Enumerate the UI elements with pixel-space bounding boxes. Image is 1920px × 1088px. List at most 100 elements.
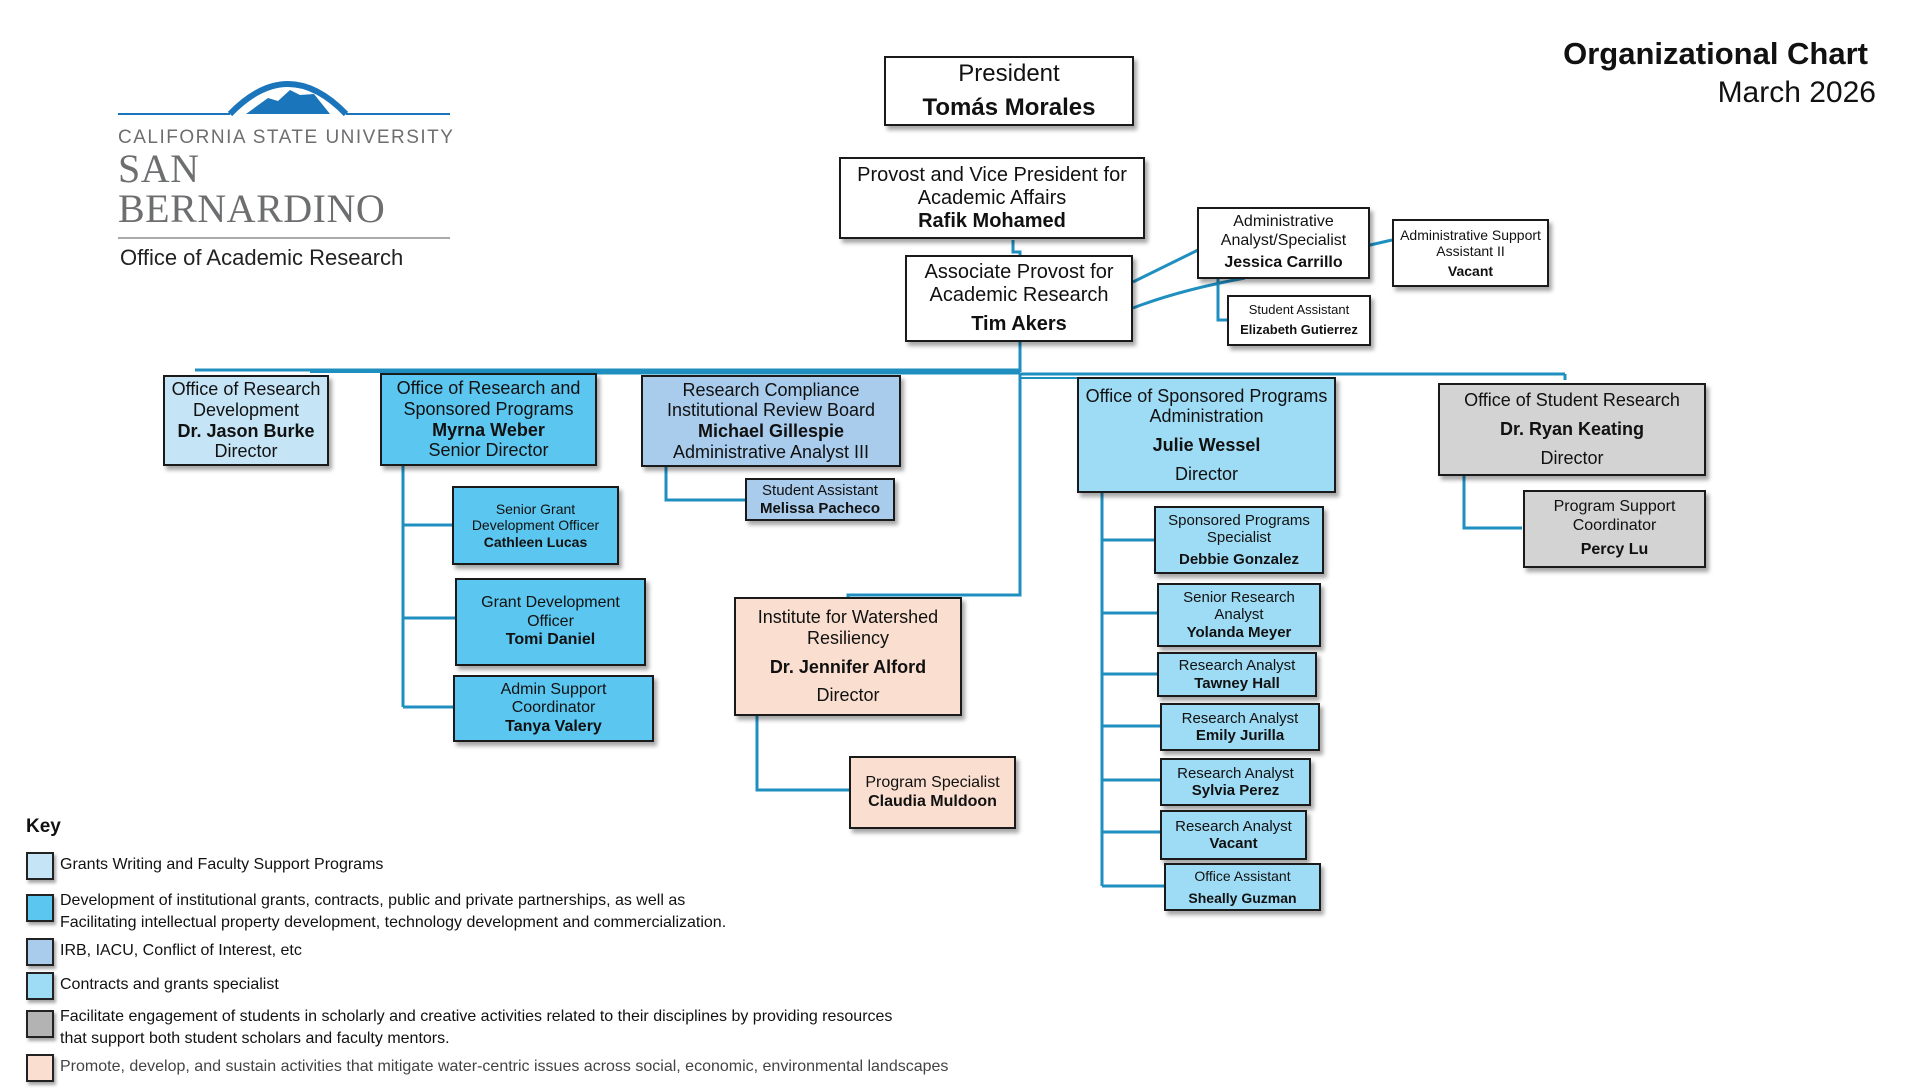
- node-role: Senior Director: [428, 440, 549, 461]
- legend-item-irb: IRB, IACU, Conflict of Interest, etc: [26, 938, 302, 966]
- node-role: Director: [1174, 463, 1238, 484]
- node-title: Sponsored Programs Specialist: [1168, 512, 1310, 547]
- legend-swatch: [26, 852, 54, 880]
- node-name: Cathleen Lucas: [483, 533, 588, 550]
- legend-label: Promote, develop, and sustain activities…: [60, 1058, 949, 1075]
- node-title: Program Support Coordinator: [1553, 498, 1676, 534]
- node-name: Dr. Jennifer Alford: [769, 656, 927, 677]
- legend-label: Development of institutional grants, con…: [60, 892, 686, 909]
- legend-swatch: [26, 938, 54, 966]
- node-office-research-development[interactable]: Office of Research Development Dr. Jason…: [163, 375, 329, 466]
- legend-item-contracts: Contracts and grants specialist: [26, 972, 279, 1000]
- node-name: Tawney Hall: [1194, 674, 1280, 692]
- node-name: Jessica Carrillo: [1224, 254, 1343, 272]
- node-title: Senior Research Analyst: [1183, 589, 1295, 624]
- legend-item-grants-writing: Grants Writing and Faculty Support Progr…: [26, 852, 383, 880]
- node-title: Research Compliance Institutional Review…: [666, 379, 876, 421]
- node-title: Student Assistant: [762, 482, 878, 500]
- node-title: Office of Student Research: [1464, 390, 1680, 411]
- legend-label: Grants Writing and Faculty Support Progr…: [60, 856, 384, 873]
- connector-assoc-analyst: [1132, 248, 1199, 284]
- node-role: Administrative Analyst III: [672, 441, 870, 462]
- node-title: Associate Provost for Academic Research: [924, 261, 1114, 306]
- node-title: Office of Research Development: [171, 379, 321, 420]
- node-student-assistant-1[interactable]: Student Assistant Elizabeth Gutierrez: [1227, 295, 1371, 346]
- logo-university-line1: CALIFORNIA STATE UNIVERSITY: [118, 127, 455, 148]
- node-student-assistant-2[interactable]: Student Assistant Melissa Pacheco: [745, 478, 895, 521]
- node-provost[interactable]: Provost and Vice President for Academic …: [839, 157, 1145, 239]
- legend-item-institutional-dev: Development of institutional grants, con…: [26, 890, 726, 934]
- node-name: Tomás Morales: [922, 94, 1096, 121]
- node-name: Dr. Ryan Keating: [1499, 419, 1645, 440]
- node-title: Admin Support Coordinator: [500, 680, 607, 717]
- node-title: Provost and Vice President for Academic …: [857, 163, 1127, 209]
- node-name: Elizabeth Gutierrez: [1240, 322, 1358, 337]
- connector-irb-student: [664, 466, 745, 502]
- node-title: Student Assistant: [1248, 302, 1350, 318]
- node-admin-support-coordinator[interactable]: Admin Support Coordinator Tanya Valery: [453, 675, 654, 742]
- node-name: Yolanda Meyer: [1186, 623, 1292, 641]
- node-assoc-provost[interactable]: Associate Provost for Academic Research …: [905, 255, 1133, 342]
- node-admin-support[interactable]: Administrative Support Assistant II Vaca…: [1392, 219, 1549, 287]
- node-name: Dr. Jason Burke: [177, 420, 315, 441]
- node-title: Program Specialist: [865, 774, 1000, 792]
- connector-assoc-analyst-2: [1132, 276, 1246, 310]
- node-program-support-coordinator[interactable]: Program Support Coordinator Percy Lu: [1523, 490, 1706, 568]
- logo-university-line2: SAN BERNARDINO: [118, 146, 386, 231]
- node-research-analyst-vacant[interactable]: Research Analyst Vacant: [1160, 810, 1307, 860]
- node-name: Rafik Mohamed: [918, 209, 1066, 232]
- node-grant-dev-officer[interactable]: Grant Development Officer Tomi Daniel: [455, 578, 646, 666]
- node-research-analyst-2[interactable]: Research Analyst Emily Jurilla: [1160, 703, 1320, 751]
- chart-title: Organizational Chart: [1563, 36, 1868, 71]
- node-office-assistant[interactable]: Office Assistant Sheally Guzman: [1164, 863, 1321, 911]
- node-title: Office of Sponsored Programs Administrat…: [1085, 385, 1328, 427]
- node-title: Grant Development Officer: [481, 594, 620, 630]
- connector-analyst-student: [1216, 276, 1228, 322]
- node-name: Myrna Weber: [432, 419, 545, 440]
- node-name: Emily Jurilla: [1195, 727, 1285, 744]
- node-senior-research-analyst[interactable]: Senior Research Analyst Yolanda Meyer: [1157, 583, 1321, 647]
- node-title: President: [958, 60, 1060, 88]
- chart-title-block: Organizational Chart March 2026: [1563, 36, 1876, 110]
- node-name: Melissa Pacheco: [759, 499, 881, 517]
- node-name: Debbie Gonzalez: [1178, 550, 1300, 568]
- node-title: Administrative Support Assistant II: [1400, 226, 1541, 259]
- node-research-analyst-1[interactable]: Research Analyst Tawney Hall: [1157, 652, 1317, 697]
- node-institute-watershed[interactable]: Institute for Watershed Resiliency Dr. J…: [734, 597, 962, 716]
- node-name: Sylvia Perez: [1191, 782, 1280, 799]
- node-name: Tim Akers: [971, 313, 1067, 335]
- legend-label-line2: Facilitating intellectual property devel…: [60, 914, 727, 931]
- csusb-logo: CALIFORNIA STATE UNIVERSITY SAN BERNARDI…: [118, 68, 458, 271]
- node-irb[interactable]: Research Compliance Institutional Review…: [641, 375, 901, 467]
- node-name: Sheally Guzman: [1188, 889, 1297, 906]
- node-title: Research Analyst: [1181, 709, 1299, 727]
- legend-label: IRB, IACU, Conflict of Interest, etc: [60, 942, 302, 959]
- legend-label: Facilitate engagement of students in sch…: [60, 1008, 893, 1025]
- node-role: Director: [816, 685, 880, 706]
- node-president[interactable]: President Tomás Morales: [884, 56, 1134, 126]
- node-title: Office of Research and Sponsored Program…: [396, 378, 581, 419]
- legend-swatch: [26, 1010, 54, 1038]
- legend-label: Contracts and grants specialist: [60, 976, 279, 993]
- node-role: Director: [1540, 447, 1604, 468]
- node-senior-grant-dev-officer[interactable]: Senior Grant Development Officer Cathlee…: [452, 486, 619, 565]
- connector-osr-psc: [1462, 475, 1522, 530]
- node-research-analyst-3[interactable]: Research Analyst Sylvia Perez: [1160, 758, 1311, 806]
- node-orsp[interactable]: Office of Research and Sponsored Program…: [380, 373, 597, 466]
- node-name: Claudia Muldoon: [868, 792, 997, 810]
- node-role: Director: [214, 441, 278, 462]
- legend-swatch: [26, 972, 54, 1000]
- node-title: Institute for Watershed Resiliency: [757, 607, 939, 648]
- node-name: Julie Wessel: [1152, 435, 1261, 455]
- node-name: Michael Gillespie: [697, 421, 845, 441]
- node-ospa[interactable]: Office of Sponsored Programs Administrat…: [1077, 377, 1336, 493]
- connector-iwr-prog: [755, 716, 850, 792]
- node-sponsored-programs-specialist[interactable]: Sponsored Programs Specialist Debbie Gon…: [1154, 506, 1324, 574]
- node-office-student-research[interactable]: Office of Student Research Dr. Ryan Keat…: [1438, 383, 1706, 476]
- node-name: Percy Lu: [1580, 541, 1649, 559]
- node-program-specialist[interactable]: Program Specialist Claudia Muldoon: [849, 756, 1016, 829]
- logo-divider: [118, 237, 450, 239]
- node-admin-analyst[interactable]: Administrative Analyst/Specialist Jessic…: [1197, 207, 1370, 279]
- legend-item-student-engagement: Facilitate engagement of students in sch…: [26, 1006, 892, 1050]
- node-title: Administrative Analyst/Specialist: [1220, 213, 1347, 249]
